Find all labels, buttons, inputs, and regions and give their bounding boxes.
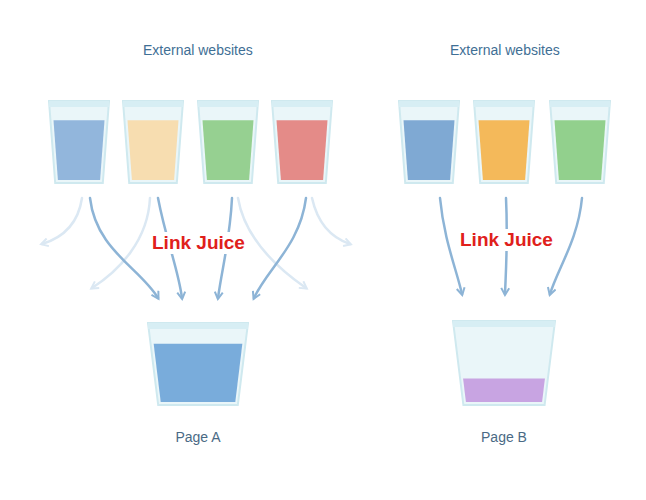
website-glass [399,101,459,183]
website-glass [272,101,332,183]
page-glass-outline [147,322,249,406]
website-glass [123,101,183,183]
group-heading: External websites [143,42,253,58]
flow-label: Link Juice [149,232,248,254]
website-glass [474,101,534,183]
group-heading: External websites [450,42,560,58]
page-label: Page A [147,429,249,445]
website-glass [198,101,258,183]
page-glass: Page B [452,320,556,449]
page-glass-outline [452,320,556,406]
page-label: Page B [452,429,556,445]
website-glass [49,101,109,183]
website-glass [550,101,610,183]
page-glass: Page A [147,322,249,449]
flow-label: Link Juice [457,229,556,251]
